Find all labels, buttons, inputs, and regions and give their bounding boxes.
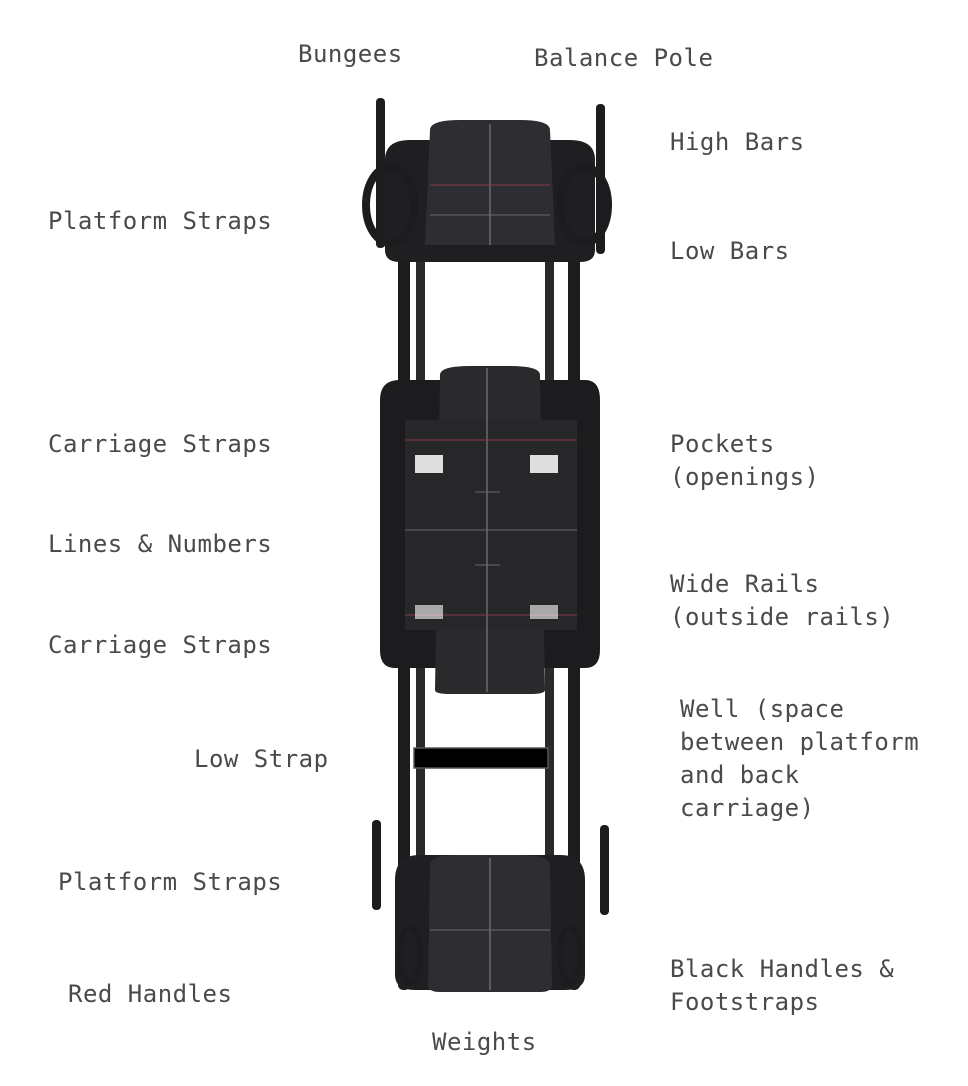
label-black-handles-line1: Black Handles & — [670, 955, 895, 983]
label-carriage-straps-top: Carriage Straps — [48, 430, 273, 458]
label-low-bars: Low Bars — [670, 237, 790, 265]
label-weights: Weights — [432, 1028, 537, 1056]
label-well-line3: and back — [680, 761, 800, 789]
label-well-line1: Well (space — [680, 695, 845, 723]
label-low-strap: Low Strap — [194, 745, 329, 773]
label-pockets-line2: (openings) — [670, 463, 820, 491]
label-high-bars: High Bars — [670, 128, 805, 156]
label-platform-straps-top: Platform Straps — [48, 207, 273, 235]
label-lines-numbers: Lines & Numbers — [48, 530, 273, 558]
label-well-line2: between platform — [680, 728, 920, 756]
label-wide-rails-line2: (outside rails) — [670, 603, 895, 631]
label-balance-pole: Balance Pole — [534, 44, 714, 72]
label-black-handles-line2: Footstraps — [670, 988, 820, 1016]
label-pockets-line1: Pockets — [670, 430, 775, 458]
top-platform — [362, 120, 612, 262]
low-strap-bar — [413, 747, 549, 769]
label-well-line4: carriage) — [680, 794, 815, 822]
label-wide-rails-line1: Wide Rails — [670, 570, 820, 598]
label-red-handles: Red Handles — [68, 980, 233, 1008]
label-carriage-straps-bottom: Carriage Straps — [48, 631, 273, 659]
label-bungees: Bungees — [298, 40, 403, 68]
carriage — [380, 366, 600, 694]
bottom-platform — [372, 820, 609, 992]
label-platform-straps-bottom: Platform Straps — [58, 868, 283, 896]
